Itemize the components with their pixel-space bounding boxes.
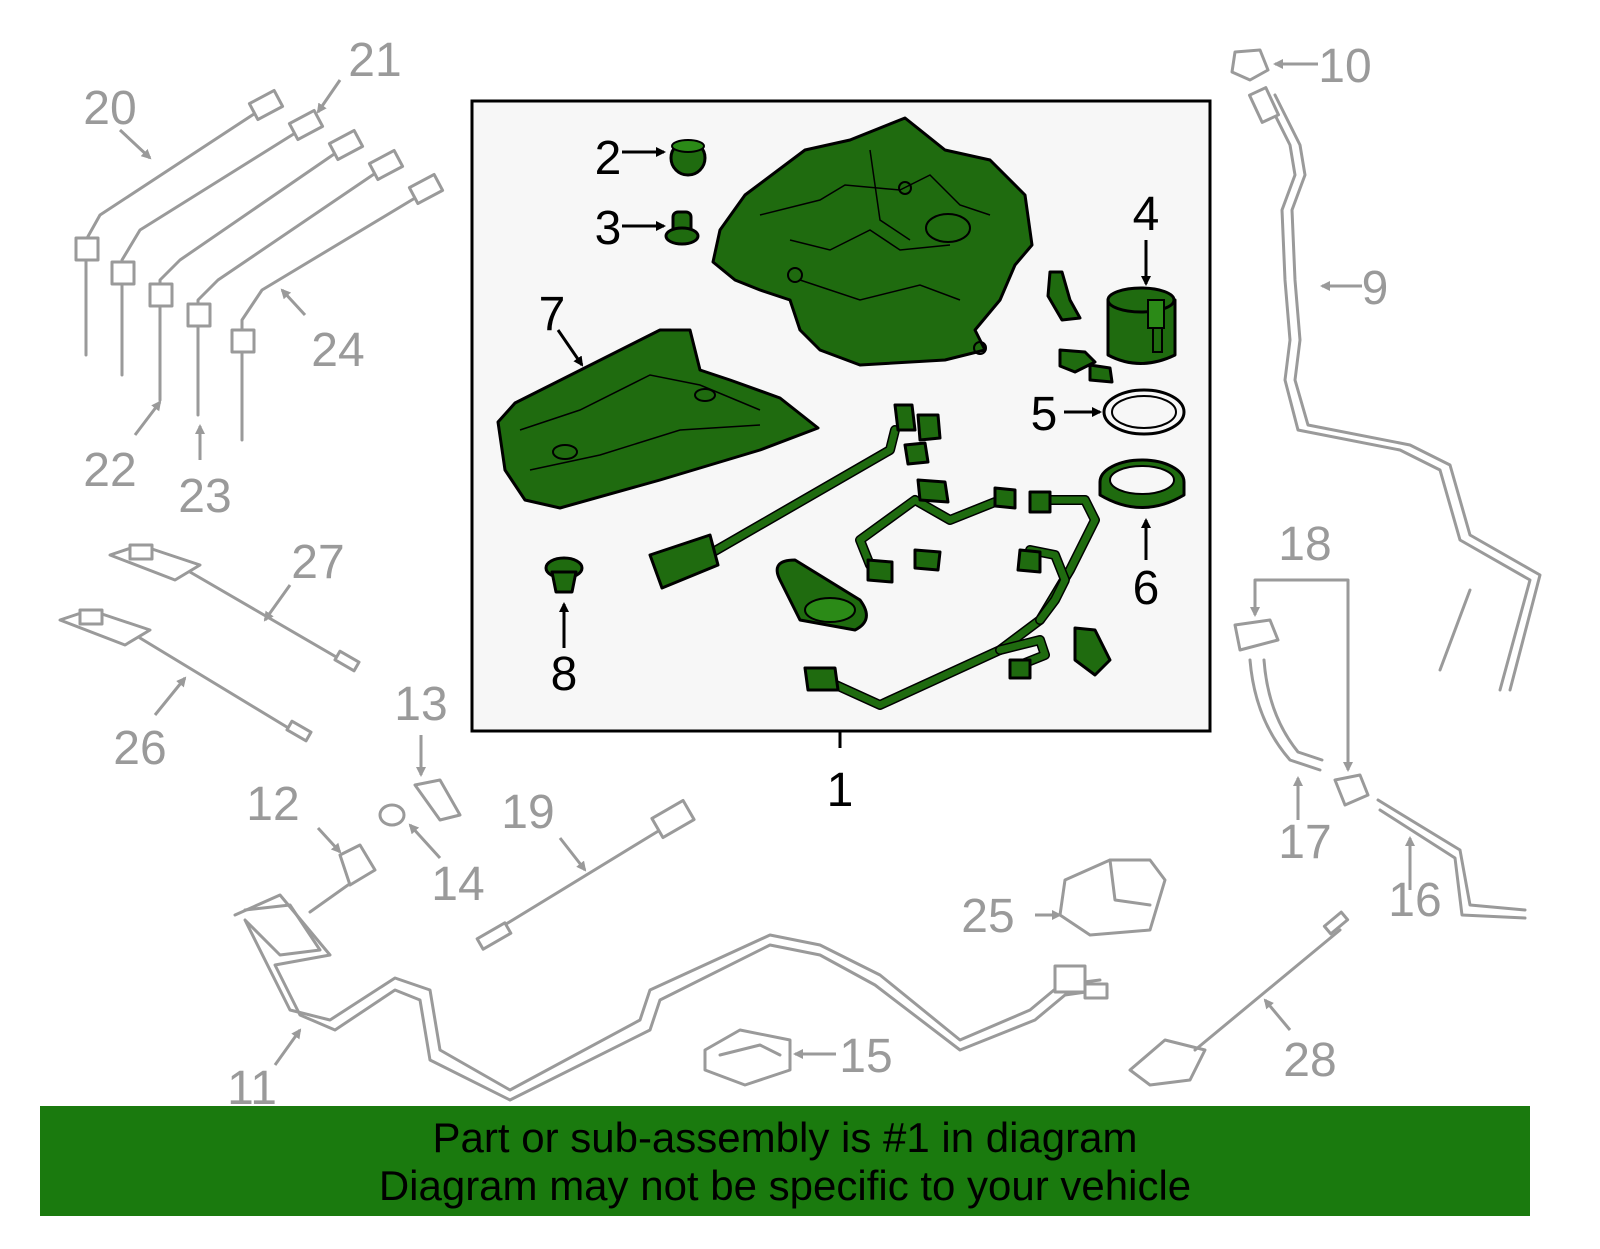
callout-7: 7 — [539, 288, 566, 341]
arrow-28 — [1263, 998, 1292, 1031]
wiring-harness-middle[interactable] — [855, 478, 1017, 584]
part-26-sensor[interactable] — [58, 608, 313, 743]
part-19-sensor[interactable] — [475, 798, 696, 951]
part-9-filler-pipe[interactable] — [1248, 86, 1542, 692]
part-18-hose-assembly[interactable] — [1233, 578, 1353, 772]
part-15-module[interactable] — [703, 1028, 792, 1087]
arrow-27 — [263, 584, 292, 622]
part-28-sensor[interactable] — [1128, 910, 1350, 1087]
arrow-20 — [118, 128, 152, 160]
part-11-pipe[interactable] — [233, 893, 1109, 1102]
callout-23: 23 — [178, 470, 231, 523]
callout-1: 1 — [827, 764, 854, 817]
callout-16: 16 — [1388, 874, 1441, 927]
part-22-sensor[interactable] — [148, 128, 365, 402]
arrow-11 — [273, 1028, 302, 1066]
part-23-sensor[interactable] — [186, 148, 405, 417]
callout-6: 6 — [1133, 562, 1160, 615]
wiring-harness-lower[interactable] — [803, 490, 1100, 710]
part-24-sensor[interactable] — [230, 172, 445, 442]
callout-12: 12 — [246, 778, 299, 831]
callout-8: 8 — [551, 648, 578, 701]
callout-28: 28 — [1283, 1034, 1336, 1087]
part-20-sensor[interactable] — [74, 88, 285, 357]
part-21-sensor[interactable] — [110, 108, 325, 377]
arrow-7 — [556, 329, 584, 367]
part-2-plug[interactable] — [669, 139, 707, 177]
callout-4: 4 — [1133, 188, 1160, 241]
arrow-14 — [408, 823, 442, 860]
fuel-tank[interactable] — [711, 116, 1034, 367]
part-12-valve[interactable] — [308, 843, 377, 914]
notice-banner: Part or sub-assembly is #1 in diagram Di… — [40, 1106, 1530, 1216]
callout-26: 26 — [113, 722, 166, 775]
callout-20: 20 — [83, 82, 136, 135]
callout-27: 27 — [291, 536, 344, 589]
part-16-line[interactable] — [1333, 773, 1527, 920]
part-5-seal-ring[interactable] — [1102, 388, 1186, 436]
part-14-o-ring[interactable] — [378, 803, 406, 827]
part-17-hose[interactable] — [1248, 658, 1324, 772]
arrow-22 — [133, 400, 162, 436]
notice-line-2: Diagram may not be specific to your vehi… — [378, 1162, 1192, 1209]
callout-14: 14 — [431, 858, 484, 911]
callout-3: 3 — [595, 202, 622, 255]
arrow-19 — [558, 837, 587, 872]
callout-9: 9 — [1362, 262, 1389, 315]
valve-assembly[interactable] — [775, 558, 1112, 677]
arrow-21 — [316, 79, 342, 114]
callout-18: 18 — [1278, 518, 1331, 571]
notice-line-1: Part or sub-assembly is #1 in diagram — [432, 1114, 1138, 1161]
hose-clip[interactable] — [1046, 270, 1082, 322]
callout-25: 25 — [961, 890, 1014, 943]
callout-21: 21 — [348, 34, 401, 87]
callout-2: 2 — [595, 132, 622, 185]
part-10-cap[interactable] — [1230, 48, 1270, 82]
callout-19: 19 — [501, 786, 554, 839]
callout-15: 15 — [839, 1030, 892, 1083]
callout-10: 10 — [1318, 40, 1371, 93]
part-4-fuel-pump[interactable] — [1058, 286, 1177, 384]
callout-22: 22 — [83, 444, 136, 497]
callout-13: 13 — [394, 678, 447, 731]
part-6-lock-ring[interactable] — [1098, 458, 1186, 509]
part-13-cap[interactable] — [413, 778, 462, 822]
callout-5: 5 — [1031, 388, 1058, 441]
callout-17: 17 — [1278, 816, 1331, 869]
part-25-sensor[interactable] — [1058, 858, 1167, 937]
part-7-heat-shield[interactable] — [496, 328, 820, 510]
arrow-26 — [153, 676, 187, 716]
callout-24: 24 — [311, 324, 364, 377]
part-3-grommet[interactable] — [664, 210, 700, 246]
arrow-24 — [280, 288, 307, 317]
part-27-sensor[interactable] — [108, 543, 361, 673]
wiring-harness-upper[interactable] — [648, 403, 942, 590]
part-8-clip[interactable] — [544, 556, 584, 594]
arrow-12 — [316, 826, 342, 854]
